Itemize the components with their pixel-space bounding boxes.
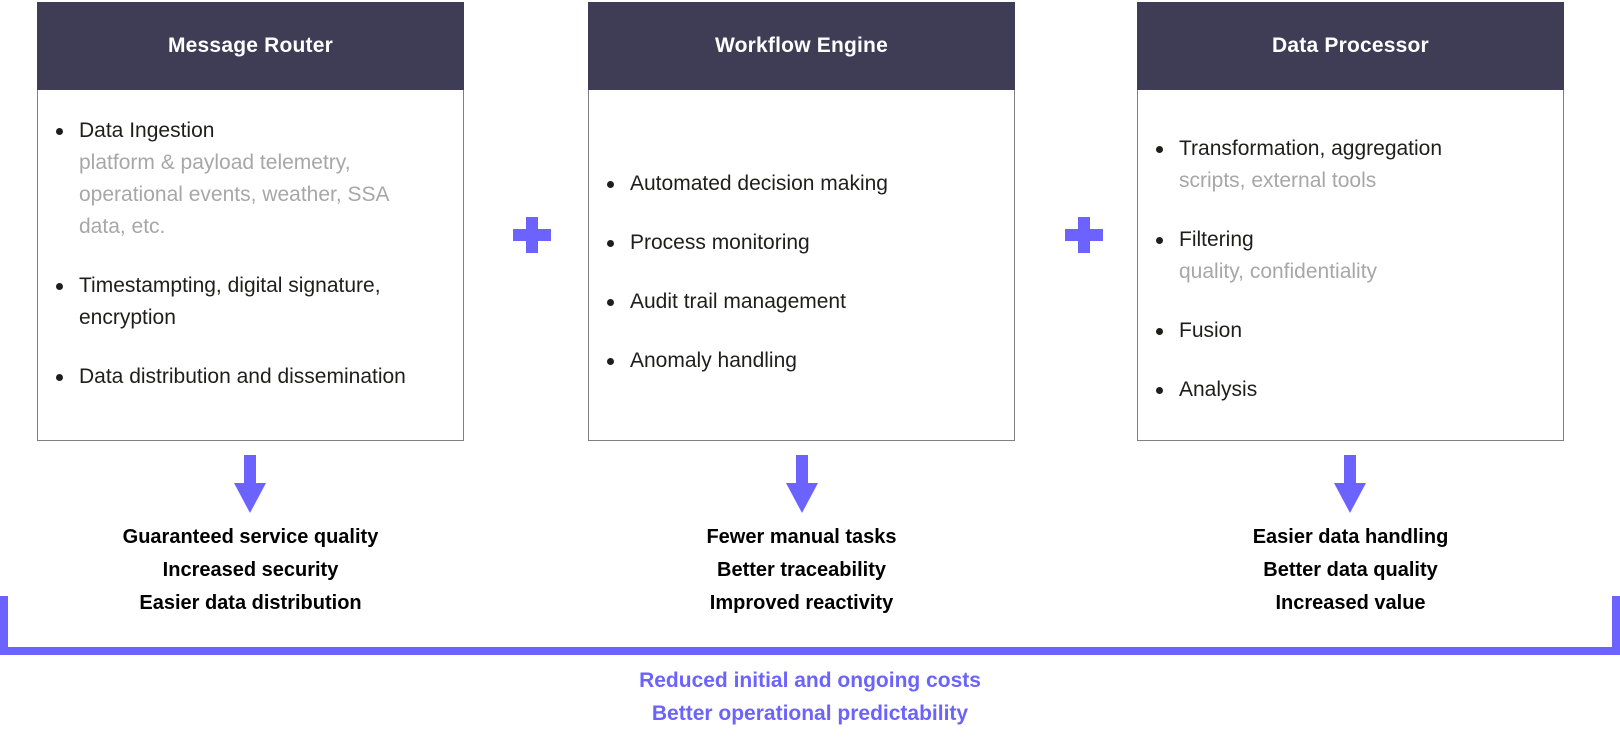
benefits-data-processor: Easier data handling Better data quality… — [1137, 521, 1564, 620]
list-item: Data distribution and dissemination — [38, 361, 433, 393]
plus-icon — [1065, 217, 1103, 253]
bullet-icon — [607, 240, 614, 247]
box-body: Data Ingestion platform & payload teleme… — [38, 91, 463, 440]
summary-bracket-left — [0, 596, 8, 655]
list-item-text: Timestampting, digital signature, encryp… — [79, 274, 381, 329]
box-header: Workflow Engine — [588, 2, 1015, 90]
bullet-icon — [1156, 237, 1163, 244]
benefit-line: Better data quality — [1263, 559, 1438, 581]
bullet-icon — [56, 128, 63, 135]
bullet-icon — [607, 358, 614, 365]
benefits-workflow-engine: Fewer manual tasks Better traceability I… — [588, 521, 1015, 620]
list-item: Data Ingestion platform & payload teleme… — [38, 115, 433, 243]
plus-icon — [513, 217, 551, 253]
summary-line: Better operational predictability — [651, 702, 969, 725]
summary-bracket — [0, 647, 1620, 655]
benefit-line: Increased value — [1275, 592, 1426, 614]
box-title: Message Router — [167, 34, 334, 57]
list-item: Filtering quality, confidentiality — [1138, 224, 1533, 288]
bullet-icon — [1156, 387, 1163, 394]
list-item-subtext: quality, confidentiality — [1179, 260, 1378, 283]
bullet-icon — [56, 283, 63, 290]
feature-list: Data Ingestion platform & payload teleme… — [38, 91, 463, 393]
benefits-message-router: Guaranteed service quality Increased sec… — [37, 521, 464, 620]
list-item: Process monitoring — [589, 227, 984, 259]
feature-list: Automated decision making Process monito… — [589, 91, 1014, 377]
list-item-text: Filtering — [1179, 228, 1254, 251]
feature-list: Transformation, aggregation scripts, ext… — [1138, 91, 1563, 406]
list-item-subtext: scripts, external tools — [1179, 169, 1377, 192]
list-item-text: Automated decision making — [630, 172, 888, 195]
summary-text: Reduced initial and ongoing costs Better… — [0, 664, 1620, 730]
benefit-line: Fewer manual tasks — [706, 526, 897, 548]
summary-bracket-right — [1612, 596, 1620, 655]
list-item-text: Transformation, aggregation — [1179, 137, 1443, 160]
list-item: Timestampting, digital signature, encryp… — [38, 270, 433, 334]
benefit-line: Easier data distribution — [139, 592, 362, 614]
list-item: Fusion — [1138, 315, 1533, 347]
box-header: Data Processor — [1137, 2, 1564, 90]
component-box-workflow-engine: Workflow Engine Automated decision makin… — [588, 2, 1015, 441]
list-item-text: Process monitoring — [630, 231, 810, 254]
bullet-icon — [607, 299, 614, 306]
box-title: Workflow Engine — [715, 34, 888, 57]
list-item: Transformation, aggregation scripts, ext… — [1138, 133, 1533, 197]
benefit-line: Better traceability — [717, 559, 886, 581]
list-item-text: Data distribution and dissemination — [79, 365, 406, 388]
list-item-text: Data Ingestion — [79, 119, 215, 142]
list-item-subtext: platform & payload telemetry, operationa… — [79, 151, 389, 238]
box-title: Data Processor — [1272, 34, 1429, 57]
box-body: Transformation, aggregation scripts, ext… — [1138, 91, 1563, 440]
component-box-data-processor: Data Processor Transformation, aggregati… — [1137, 2, 1564, 441]
box-header: Message Router — [37, 2, 464, 90]
benefit-line: Improved reactivity — [709, 592, 894, 614]
list-item: Anomaly handling — [589, 345, 984, 377]
arrow-down-icon — [786, 455, 818, 513]
list-item-text: Analysis — [1179, 378, 1258, 401]
bullet-icon — [1156, 328, 1163, 335]
list-item-text: Anomaly handling — [630, 349, 797, 372]
benefit-line: Easier data handling — [1252, 526, 1449, 548]
list-item-text: Audit trail management — [630, 290, 846, 313]
arrow-down-icon — [1334, 455, 1366, 513]
summary-line: Reduced initial and ongoing costs — [639, 669, 981, 692]
benefit-line: Guaranteed service quality — [122, 526, 379, 548]
arrow-down-icon — [234, 455, 266, 513]
list-item-text: Fusion — [1179, 319, 1243, 342]
component-box-message-router: Message Router Data Ingestion platform &… — [37, 2, 464, 441]
bullet-icon — [607, 181, 614, 188]
bullet-icon — [1156, 146, 1163, 153]
list-item: Automated decision making — [589, 168, 984, 200]
list-item: Analysis — [1138, 374, 1533, 406]
list-item: Audit trail management — [589, 286, 984, 318]
bullet-icon — [56, 374, 63, 381]
box-body: Automated decision making Process monito… — [589, 91, 1014, 440]
benefit-line: Increased security — [162, 559, 339, 581]
